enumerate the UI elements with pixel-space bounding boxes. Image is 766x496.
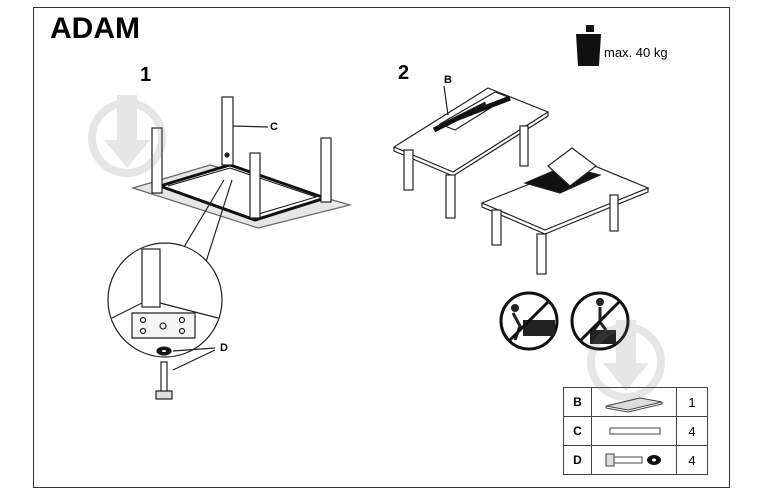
weight-icon — [576, 25, 601, 66]
step-1-frame-drawing — [130, 96, 353, 266]
part-quantity: 4 — [676, 445, 708, 475]
parts-table: B 1 C 4 D 4 — [563, 387, 708, 475]
max-load-text: max. 40 kg — [604, 45, 668, 60]
label-d: D — [220, 342, 228, 354]
part-code: D — [563, 445, 592, 475]
instruction-sheet-frame — [33, 7, 730, 488]
part-code: C — [563, 416, 592, 446]
step-2-table-open — [480, 147, 650, 275]
no-standing-sign-icon — [570, 291, 630, 351]
bracket-detail-zoom — [107, 242, 223, 400]
step-2-number: 2 — [398, 62, 410, 84]
board-panel-icon — [591, 387, 677, 417]
label-b: B — [444, 74, 452, 86]
table-row: D 4 — [563, 445, 708, 475]
table-row: C 4 — [563, 416, 708, 446]
part-quantity: 1 — [676, 387, 708, 417]
table-row: B 1 — [563, 387, 708, 417]
no-sitting-sign-icon — [499, 291, 559, 351]
bolt-washer-icon — [591, 445, 677, 475]
product-title: ADAM — [50, 12, 140, 45]
label-c: C — [270, 121, 278, 133]
step-1-number: 1 — [140, 64, 152, 86]
part-quantity: 4 — [676, 416, 708, 446]
leg-bar-icon — [591, 416, 677, 446]
step-2-table-closed — [392, 85, 550, 219]
part-code: B — [563, 387, 592, 417]
